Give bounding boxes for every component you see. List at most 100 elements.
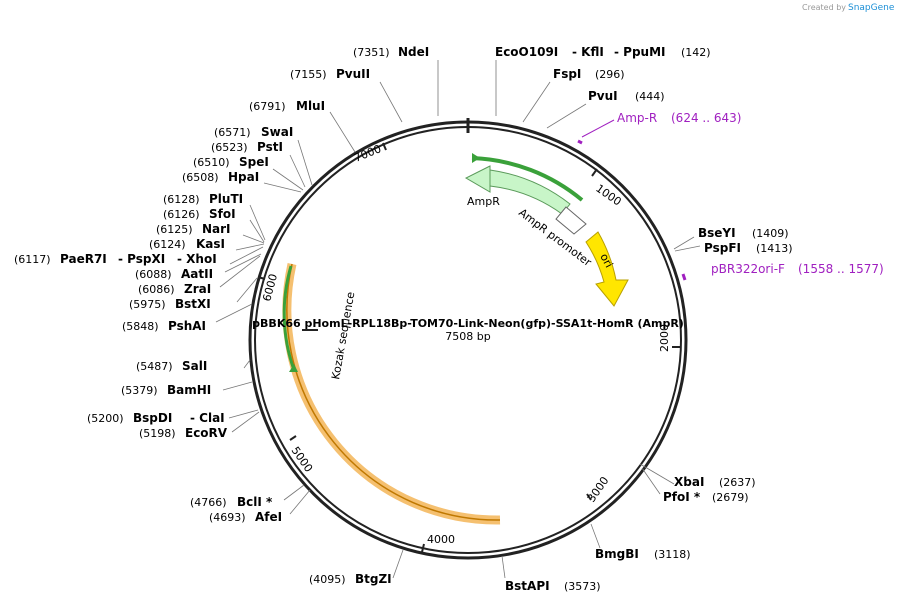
- enzyme-spei-position: (6510): [193, 156, 230, 169]
- tick-mark-6000: [257, 276, 266, 280]
- amp-r-primer-leader: [581, 119, 615, 138]
- tick-label-2000: 2000: [658, 324, 671, 352]
- enzyme-afei-name: AfeI: [255, 510, 282, 524]
- enzyme-bamhi-position: (5379): [121, 384, 158, 397]
- amp-r-primer-mark: [577, 139, 583, 145]
- enzyme-afei-position: (4693): [209, 511, 246, 524]
- enzyme-bspdi-position: (5200): [87, 412, 124, 425]
- plasmid-name: pBBK66 pHomL-RPL18Bp-TOM70-Link-Neon(gfp…: [252, 317, 684, 330]
- neon-orf-arc: [286, 263, 501, 521]
- enzyme-sfoi-name: SfoI: [209, 207, 236, 221]
- enzyme-pluti-position: (6128): [163, 193, 200, 206]
- tick-mark-3000: [586, 493, 592, 501]
- enzyme-bseyi-position: (1409): [752, 227, 789, 240]
- enzyme-zrai-name: ZraI: [184, 282, 211, 296]
- tick-label-7000: 7000: [352, 142, 383, 165]
- enzyme-psti-position: (6523): [211, 141, 248, 154]
- enzyme-xhoi-name: - XhoI: [177, 252, 217, 266]
- enzyme-ecoo109i-position: (142): [681, 46, 711, 59]
- enzyme-ecorv-position: (5198): [139, 427, 176, 440]
- enzyme-pspfi-position: (1413): [756, 242, 793, 255]
- enzyme-aatii-name: AatII: [181, 267, 213, 281]
- enzyme-btgzi-position: (4095): [309, 573, 346, 586]
- enzyme-fspi-name: FspI: [553, 67, 581, 81]
- enzyme-spei-name: SpeI: [239, 155, 269, 169]
- enzyme-ndei-position: (7351): [353, 46, 390, 59]
- tick-label-1000: 1000: [593, 182, 623, 209]
- enzyme-bstapi-name: BstAPI: [505, 579, 550, 593]
- enzyme-bstxi-name: BstXI: [175, 297, 211, 311]
- enzyme-pspfi-name: PspFI: [704, 241, 741, 255]
- enzyme-xbai-position: (2637): [719, 476, 756, 489]
- kozak-orf-arc: [282, 265, 296, 371]
- enzyme-fspi-position: (296): [595, 68, 625, 81]
- tick-mark-4000: [421, 543, 425, 553]
- enzyme-pvui-position: (444): [635, 90, 665, 103]
- enzyme-sfoi-position: (6126): [163, 208, 200, 221]
- enzyme-sali-position: (5487): [136, 360, 173, 373]
- enzyme-pspxi-name: - PspXI: [118, 252, 165, 266]
- enzyme-bcli-position: (4766): [190, 496, 227, 509]
- kozak-arrowhead: [289, 364, 298, 372]
- kozak-label: Kozak sequence: [329, 291, 357, 381]
- tick-label-4000: 4000: [427, 533, 455, 546]
- tick-mark-5000: [289, 435, 297, 441]
- pbr322ori-f-primer-mark: [681, 273, 687, 281]
- enzyme-bmgbi-position: (3118): [654, 548, 691, 561]
- enzyme-kasi-name: KasI: [196, 237, 225, 251]
- ampr-orf-arrowhead: [472, 153, 480, 163]
- enzyme-nari-name: NarI: [202, 222, 231, 236]
- enzyme-ecoo109i-name: EcoO109I: [495, 45, 558, 59]
- ampr-promoter-feature: [555, 206, 587, 235]
- ampr-promoter-label: AmpR promoter: [516, 206, 594, 269]
- amp-r-primer-name: Amp-R: [617, 111, 657, 125]
- neon-orf-band: [282, 263, 501, 525]
- enzyme-pvuii-position: (7155): [290, 68, 327, 81]
- enzyme-paer7i-name: PaeR7I: [60, 252, 107, 266]
- enzyme-ppumi-name: - PpuMI: [614, 45, 666, 59]
- enzyme-kfli-name: - KflI: [572, 45, 604, 59]
- enzyme-mlui-position: (6791): [249, 100, 286, 113]
- enzyme-bseyi-name: BseYI: [698, 226, 736, 240]
- enzyme-bstxi-position: (5975): [129, 298, 166, 311]
- enzyme-pluti-name: PluTI: [209, 192, 243, 206]
- ampr-label: AmpR: [467, 195, 500, 208]
- enzyme-btgzi-name: BtgZI: [355, 572, 392, 586]
- ampr-orf-arc: [471, 156, 584, 202]
- enzyme-bstapi-position: (3573): [564, 580, 601, 593]
- pbr322ori-f-primer-name: pBR322ori-F: [711, 262, 785, 276]
- enzyme-psti-name: PstI: [257, 140, 283, 154]
- enzyme-kasi-position: (6124): [149, 238, 186, 251]
- enzyme-bspdi-name: BspDI: [133, 411, 172, 425]
- enzyme-mlui-name: MluI: [296, 99, 325, 113]
- enzyme-hpai-name: HpaI: [228, 170, 259, 184]
- snapgene-logo: SnapGene: [848, 3, 895, 13]
- enzyme-sali-name: SalI: [182, 359, 207, 373]
- enzyme-zrai-position: (6086): [138, 283, 175, 296]
- enzyme-pfoi-name: PfoI *: [663, 490, 701, 504]
- enzyme-xbai-name: XbaI: [674, 475, 704, 489]
- leader-lines: [215, 60, 701, 579]
- enzyme-clai-name: - ClaI: [190, 411, 225, 425]
- enzyme-bcli-name: BclI *: [237, 495, 273, 509]
- tick-label-6000: 6000: [260, 272, 280, 302]
- enzyme-pfoi-position: (2679): [712, 491, 749, 504]
- enzyme-aatii-position: (6088): [135, 268, 172, 281]
- tick-mark-1000: [591, 168, 598, 177]
- enzyme-pshai-name: PshAI: [168, 319, 206, 333]
- enzyme-ndei-name: NdeI: [398, 45, 429, 59]
- enzyme-pvui-name: PvuI: [588, 89, 618, 103]
- ampr-feature: [489, 169, 571, 215]
- ori-label: ori: [597, 251, 615, 270]
- enzyme-bamhi-name: BamHI: [167, 383, 211, 397]
- enzyme-swai-position: (6571): [214, 126, 251, 139]
- pbr322ori-f-primer-range: (1558 .. 1577): [798, 262, 884, 276]
- credit-prefix: Created by: [802, 3, 846, 12]
- enzyme-swai-name: SwaI: [261, 125, 293, 139]
- plasmid-length: 7508 bp: [445, 330, 490, 343]
- enzyme-paer7i-position: (6117): [14, 253, 51, 266]
- enzyme-nari-position: (6125): [156, 223, 193, 236]
- amp-r-primer-range: (624 .. 643): [671, 111, 741, 125]
- enzyme-hpai-position: (6508): [182, 171, 219, 184]
